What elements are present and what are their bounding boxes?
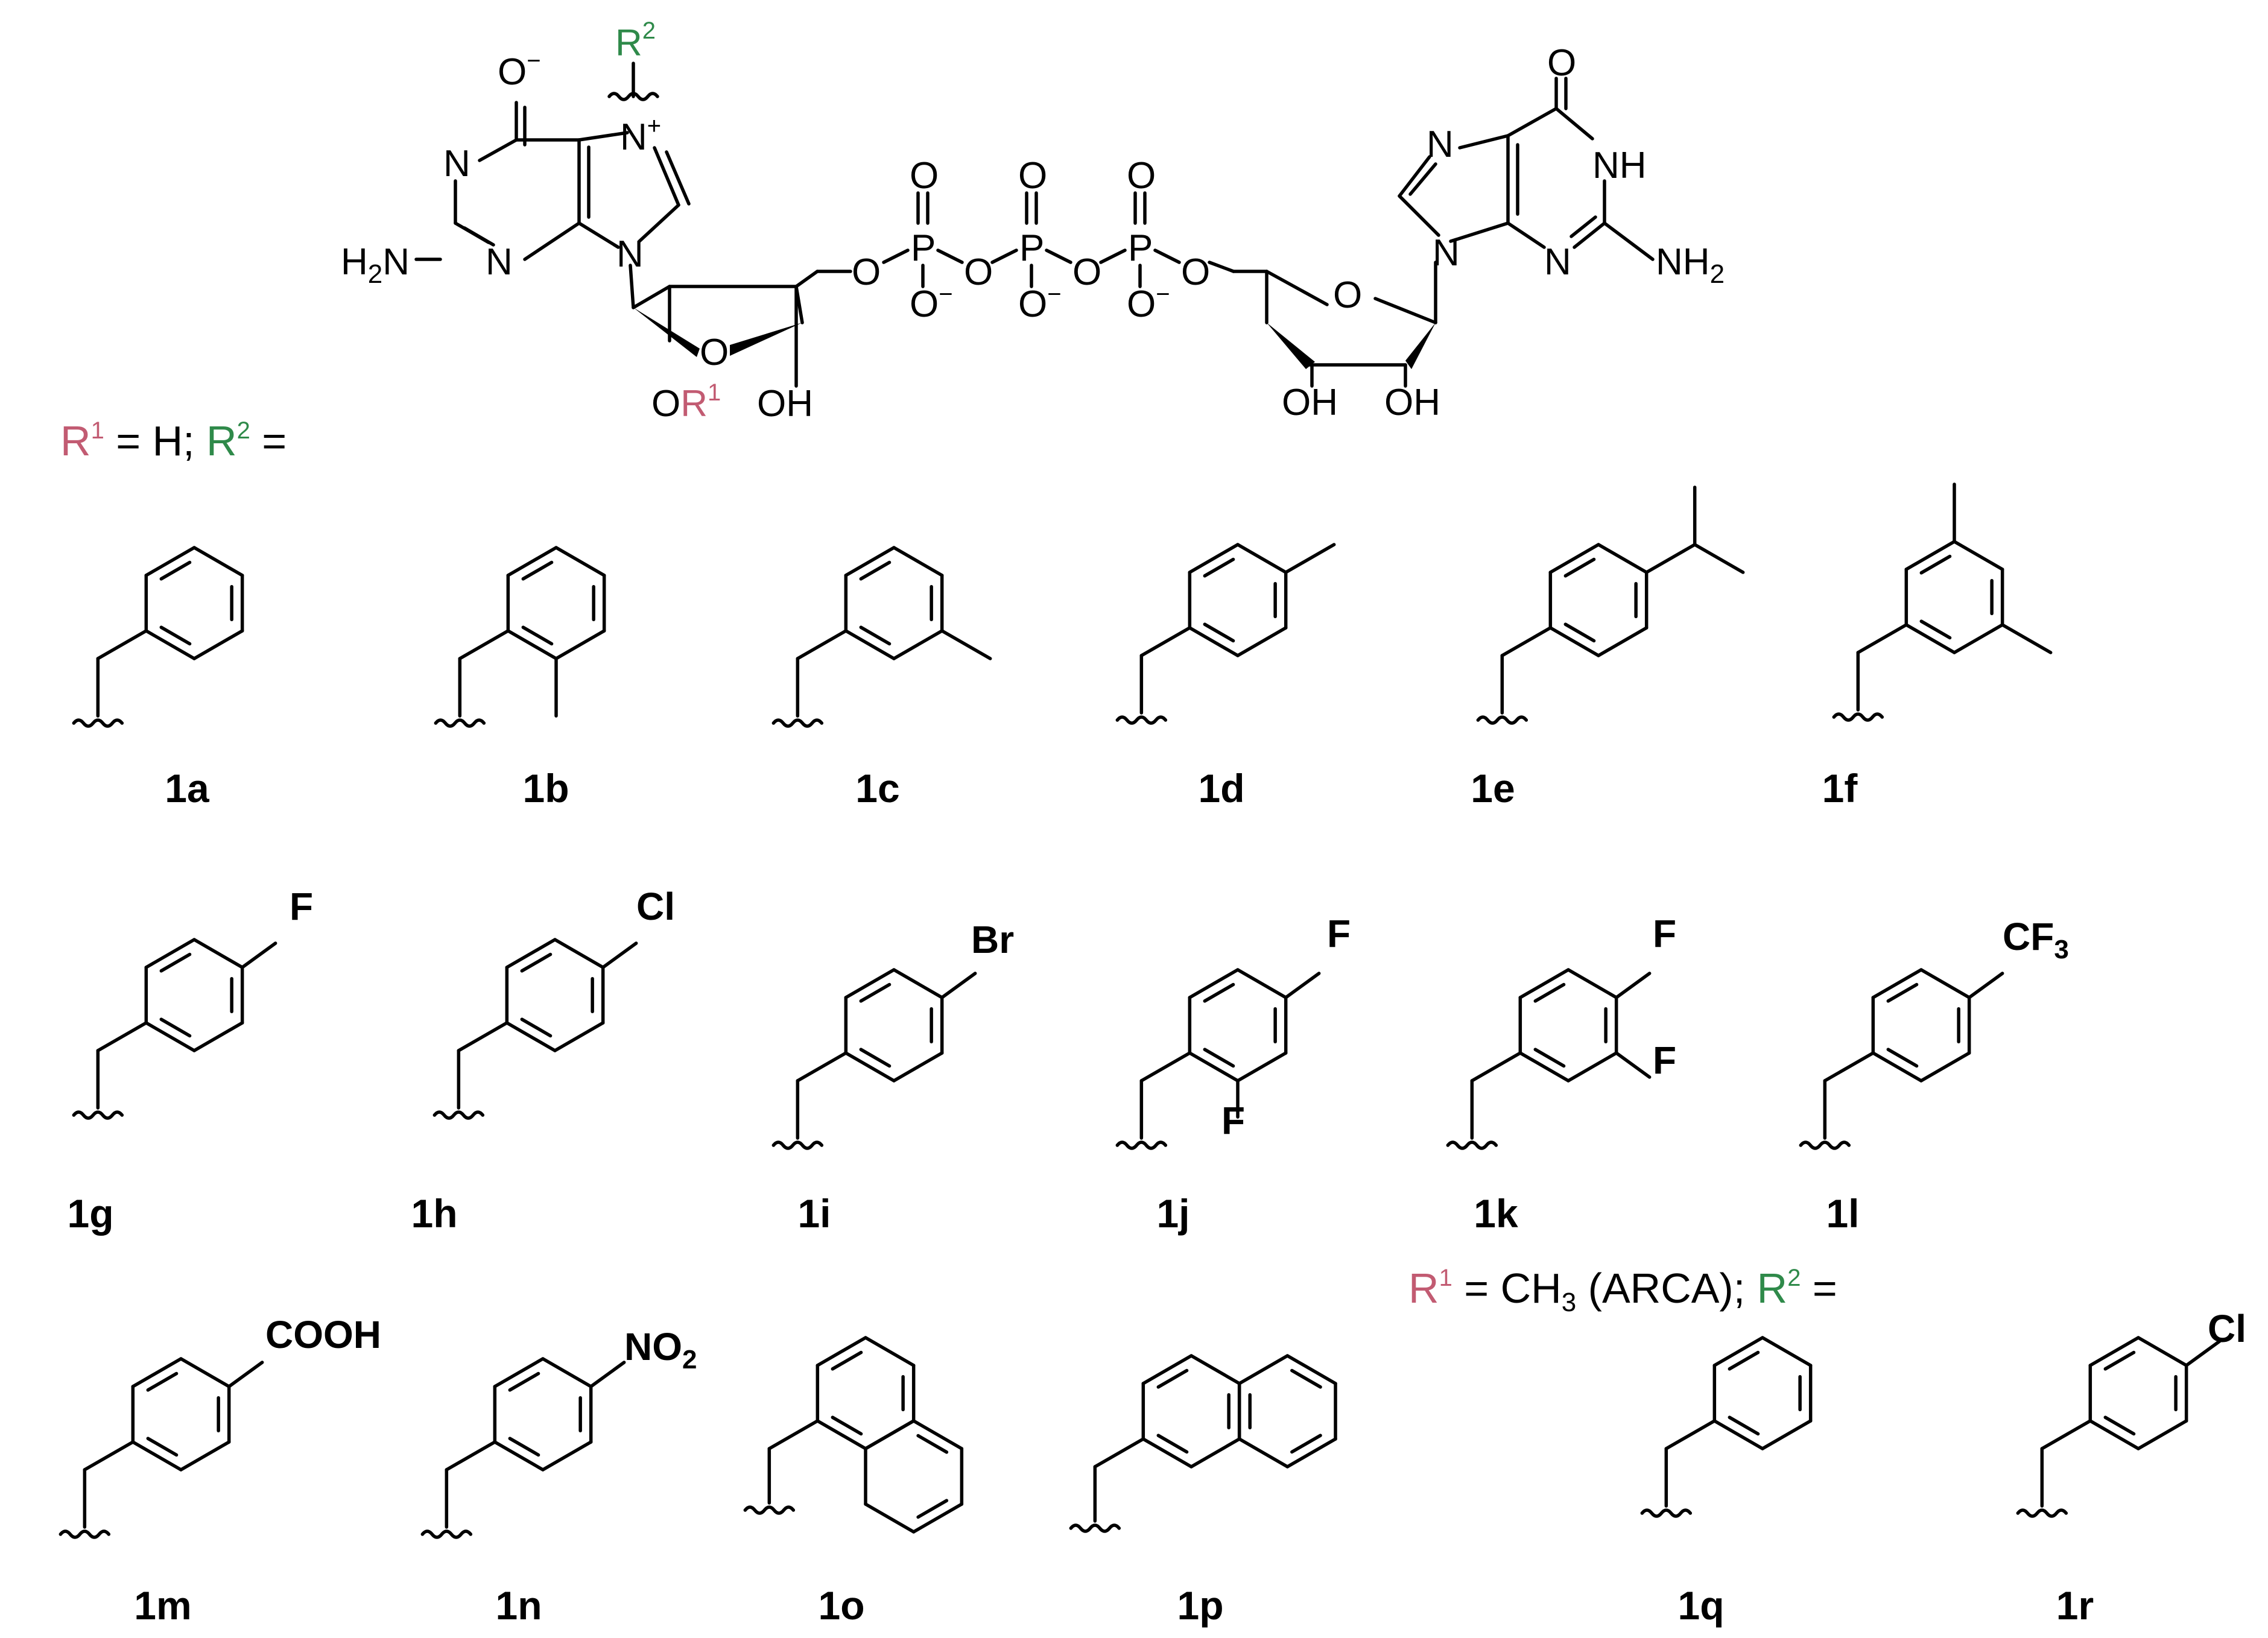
- phosphate-oxide-beta: O−: [1018, 281, 1062, 325]
- trifluoromethyl-substituent-1l: CF3: [2003, 915, 2069, 964]
- p-methylbenzyl-1d: [1115, 543, 1336, 725]
- fluoro-para-substituent-1k: F: [1653, 912, 1676, 955]
- guanine-ring-right: [1398, 77, 1655, 261]
- fluoro-ortho-substituent-1j: F: [1221, 1099, 1245, 1142]
- bridging-oxygen-1: O: [964, 251, 993, 293]
- compound-label-1a: 1a: [165, 766, 210, 811]
- triphosphate-bridge: [882, 191, 1235, 288]
- ribose-right: [1232, 261, 1437, 388]
- p-bromobenzyl-1i: [771, 968, 977, 1150]
- compound-label-1o: 1o: [818, 1583, 864, 1628]
- nitro-substituent-1n: NO2: [624, 1325, 697, 1374]
- phosphate-oxide-gamma: O−: [1127, 281, 1170, 325]
- phosphoryl-oxygen-gamma: O: [1127, 155, 1156, 197]
- phosphorus-beta: P: [1019, 227, 1044, 269]
- amino-group-right: NH2: [1656, 241, 1725, 289]
- phosphoryl-oxygen-beta: O: [1018, 155, 1047, 197]
- hydroxyl-3prime-right: OH: [1384, 382, 1440, 423]
- phosphate-oxygen-5prime-right: O: [1181, 251, 1210, 293]
- benzyl-1a: [72, 546, 244, 728]
- chloro-substituent-1h: Cl: [636, 885, 675, 928]
- p-isopropylbenzyl-1e: [1476, 485, 1745, 725]
- compound-label-1q: 1q: [1677, 1583, 1724, 1628]
- p-chlorobenzyl-1h: [432, 938, 638, 1120]
- 2-4-difluorobenzyl-1j: [1115, 968, 1321, 1150]
- phosphate-oxygen-5prime-left: O: [852, 251, 881, 293]
- nh-group: NH: [1592, 145, 1647, 186]
- ribose-left: [629, 264, 852, 388]
- fluoro-substituent-1g: F: [290, 885, 313, 928]
- compound-label-1p: 1p: [1177, 1583, 1223, 1628]
- oxide-oxygen: O−: [498, 48, 541, 93]
- fluoro-para-substituent-1j: F: [1327, 912, 1351, 955]
- 3-5-dimethylbenzyl-1f: [1832, 482, 2053, 722]
- 1-naphthylmethyl-1o: [743, 1336, 964, 1534]
- compound-label-1n: 1n: [495, 1583, 542, 1628]
- substituent-structures: [59, 482, 2222, 1539]
- phosphorus-alpha: P: [911, 227, 936, 269]
- fluoro-meta-substituent-1k: F: [1653, 1039, 1676, 1082]
- r2-label-core: R2: [615, 17, 656, 64]
- phosphate-oxide-alpha: O−: [910, 281, 953, 325]
- carbonyl-oxygen-right: O: [1547, 42, 1576, 84]
- bromo-substituent-1i: Br: [971, 918, 1014, 961]
- n7-nitrogen-right: N: [1427, 124, 1454, 165]
- o-methylbenzyl-1b: [434, 546, 606, 728]
- compound-label-1j: 1j: [1156, 1191, 1189, 1236]
- hydroxyl-2prime-right: OH: [1282, 382, 1338, 423]
- p-nitrobenzyl-1n: [420, 1357, 626, 1539]
- n3-nitrogen: N: [486, 241, 513, 283]
- attachment-wavy-bond: [607, 92, 659, 101]
- n1-nitrogen: N: [443, 143, 470, 185]
- n9-nitrogen-right: N: [1433, 232, 1460, 274]
- p-carboxybenzyl-1m: [59, 1357, 264, 1539]
- ribose-ring-oxygen-left: O: [700, 332, 729, 373]
- phosphorus-gamma: P: [1128, 227, 1153, 269]
- 2-naphthylmethyl-1p: [1069, 1354, 1337, 1533]
- p-trifluoromethylbenzyl-1l: [1799, 968, 2004, 1150]
- ribose-ring-oxygen-right: O: [1333, 274, 1362, 316]
- 3-4-difluorobenzyl-1k: [1446, 968, 1652, 1150]
- bridging-oxygen-2: O: [1072, 251, 1101, 293]
- n7-plus-nitrogen: N+: [620, 113, 661, 158]
- benzyl-arca-1q: [1640, 1336, 1813, 1518]
- phosphoryl-oxygen-alpha: O: [910, 155, 939, 197]
- legend-r1-ch3-arca: R1 = CH3 (ARCA); R2 =: [1408, 1265, 1837, 1317]
- carboxyl-substituent-1m: COOH: [265, 1313, 381, 1356]
- n3-nitrogen-right: N: [1544, 241, 1571, 283]
- compound-label-1c: 1c: [855, 766, 899, 811]
- hydroxyl-3prime-left: OH: [757, 383, 813, 425]
- chloro-substituent-1r: Cl: [2208, 1307, 2246, 1350]
- p-fluorobenzyl-1g: [72, 938, 277, 1120]
- amino-group-left: H2N: [341, 241, 410, 289]
- compound-label-1l: 1l: [1826, 1191, 1859, 1236]
- m-methylbenzyl-1c: [771, 546, 992, 728]
- compound-label-1k: 1k: [1474, 1191, 1518, 1236]
- compound-label-1m: 1m: [134, 1583, 191, 1628]
- p-chlorobenzyl-arca-1r: [2016, 1336, 2222, 1518]
- compound-label-1i: 1i: [797, 1191, 831, 1236]
- compound-label-1b: 1b: [522, 766, 569, 811]
- compound-label-1r: 1r: [2056, 1583, 2094, 1628]
- compound-label-1d: 1d: [1198, 766, 1244, 811]
- compound-label-1f: 1f: [1822, 766, 1858, 811]
- or1-group: OR1: [651, 379, 721, 425]
- n7-guanine-ring: [414, 62, 691, 261]
- compound-label-1h: 1h: [411, 1191, 457, 1236]
- compound-label-1g: 1g: [67, 1191, 113, 1236]
- cap-analog-core-structure: O− R2 N+ N N N H2N O OR1 OH: [341, 17, 1725, 425]
- legend-r1-h: R1 = H; R2 =: [60, 417, 287, 464]
- compound-label-1e: 1e: [1471, 766, 1515, 811]
